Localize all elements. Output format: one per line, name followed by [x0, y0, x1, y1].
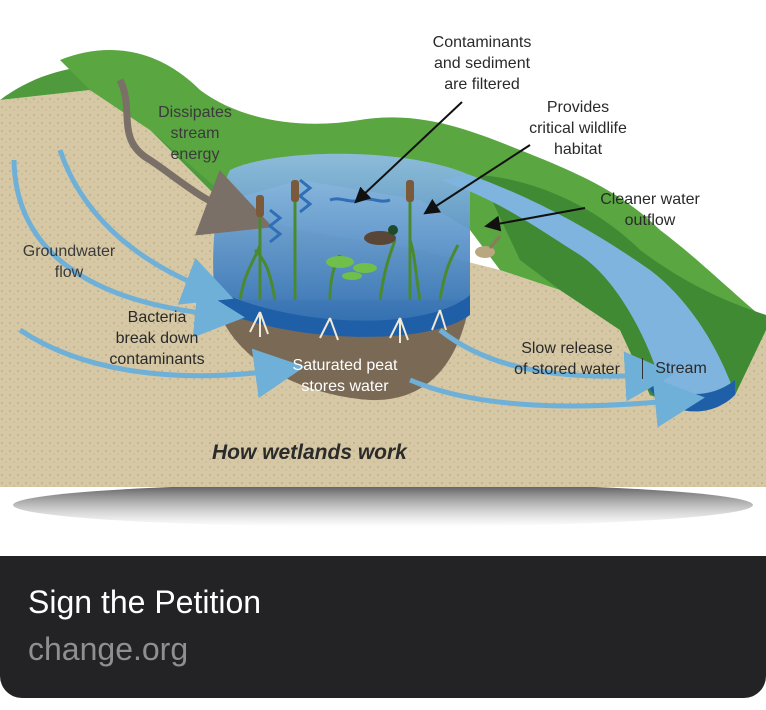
link-preview-domain: change.org: [28, 631, 189, 667]
wetland-illustration: [0, 50, 766, 527]
energy-arrow: [116, 78, 273, 236]
outflow-pointer: [484, 207, 586, 232]
wildlife-habitat-label: Provides critical wildlife habitat: [529, 99, 627, 158]
link-preview-footer[interactable]: Sign the Petition change.org: [0, 556, 766, 698]
pond-deep-water: [215, 290, 470, 337]
saturated-peat-label: Saturated peat stores water: [292, 357, 398, 395]
flow-wave-2: [267, 208, 283, 244]
cleaner-outflow-label: Cleaner water outflow: [600, 191, 700, 229]
reeds: [238, 185, 460, 301]
upper-grass: [60, 50, 766, 410]
roots: [249, 309, 447, 343]
habitat-pointer: [423, 144, 531, 215]
release-arrow-1: [409, 377, 705, 428]
wetland-diagram[interactable]: Contaminants and sediment are filtered P…: [0, 0, 766, 556]
duck: [364, 225, 398, 245]
release-arrow-2: [438, 328, 675, 402]
flow-wave-1: [297, 178, 313, 214]
groundwater-arrow-2: [57, 149, 234, 305]
cattail-heads: [256, 180, 414, 217]
filter-pointer: [354, 101, 463, 204]
bacteria-label: Bacteria break down contaminants: [109, 309, 205, 368]
ground-shadow: [13, 483, 753, 527]
groundwater-arrow-1: [11, 159, 245, 338]
dissipates-energy-label: Dissipates stream energy: [158, 104, 232, 163]
contaminants-filtered-label: Contaminants and sediment are filtered: [432, 34, 532, 93]
lily-pads: [326, 256, 377, 280]
link-preview-card[interactable]: Sign the Petition change.org: [0, 556, 766, 710]
groundwater-flow-label: Groundwater flow: [22, 243, 116, 281]
stream-channel: [440, 175, 735, 400]
pond-water: [213, 153, 470, 325]
link-preview-title: Sign the Petition: [28, 584, 262, 620]
groundwater-arrow-3: [18, 327, 305, 399]
heron: [475, 235, 502, 258]
slow-release-label: Slow release of stored water: [514, 340, 620, 378]
diagram-title: How wetlands work: [212, 441, 407, 464]
stream-label: Stream: [642, 358, 719, 379]
